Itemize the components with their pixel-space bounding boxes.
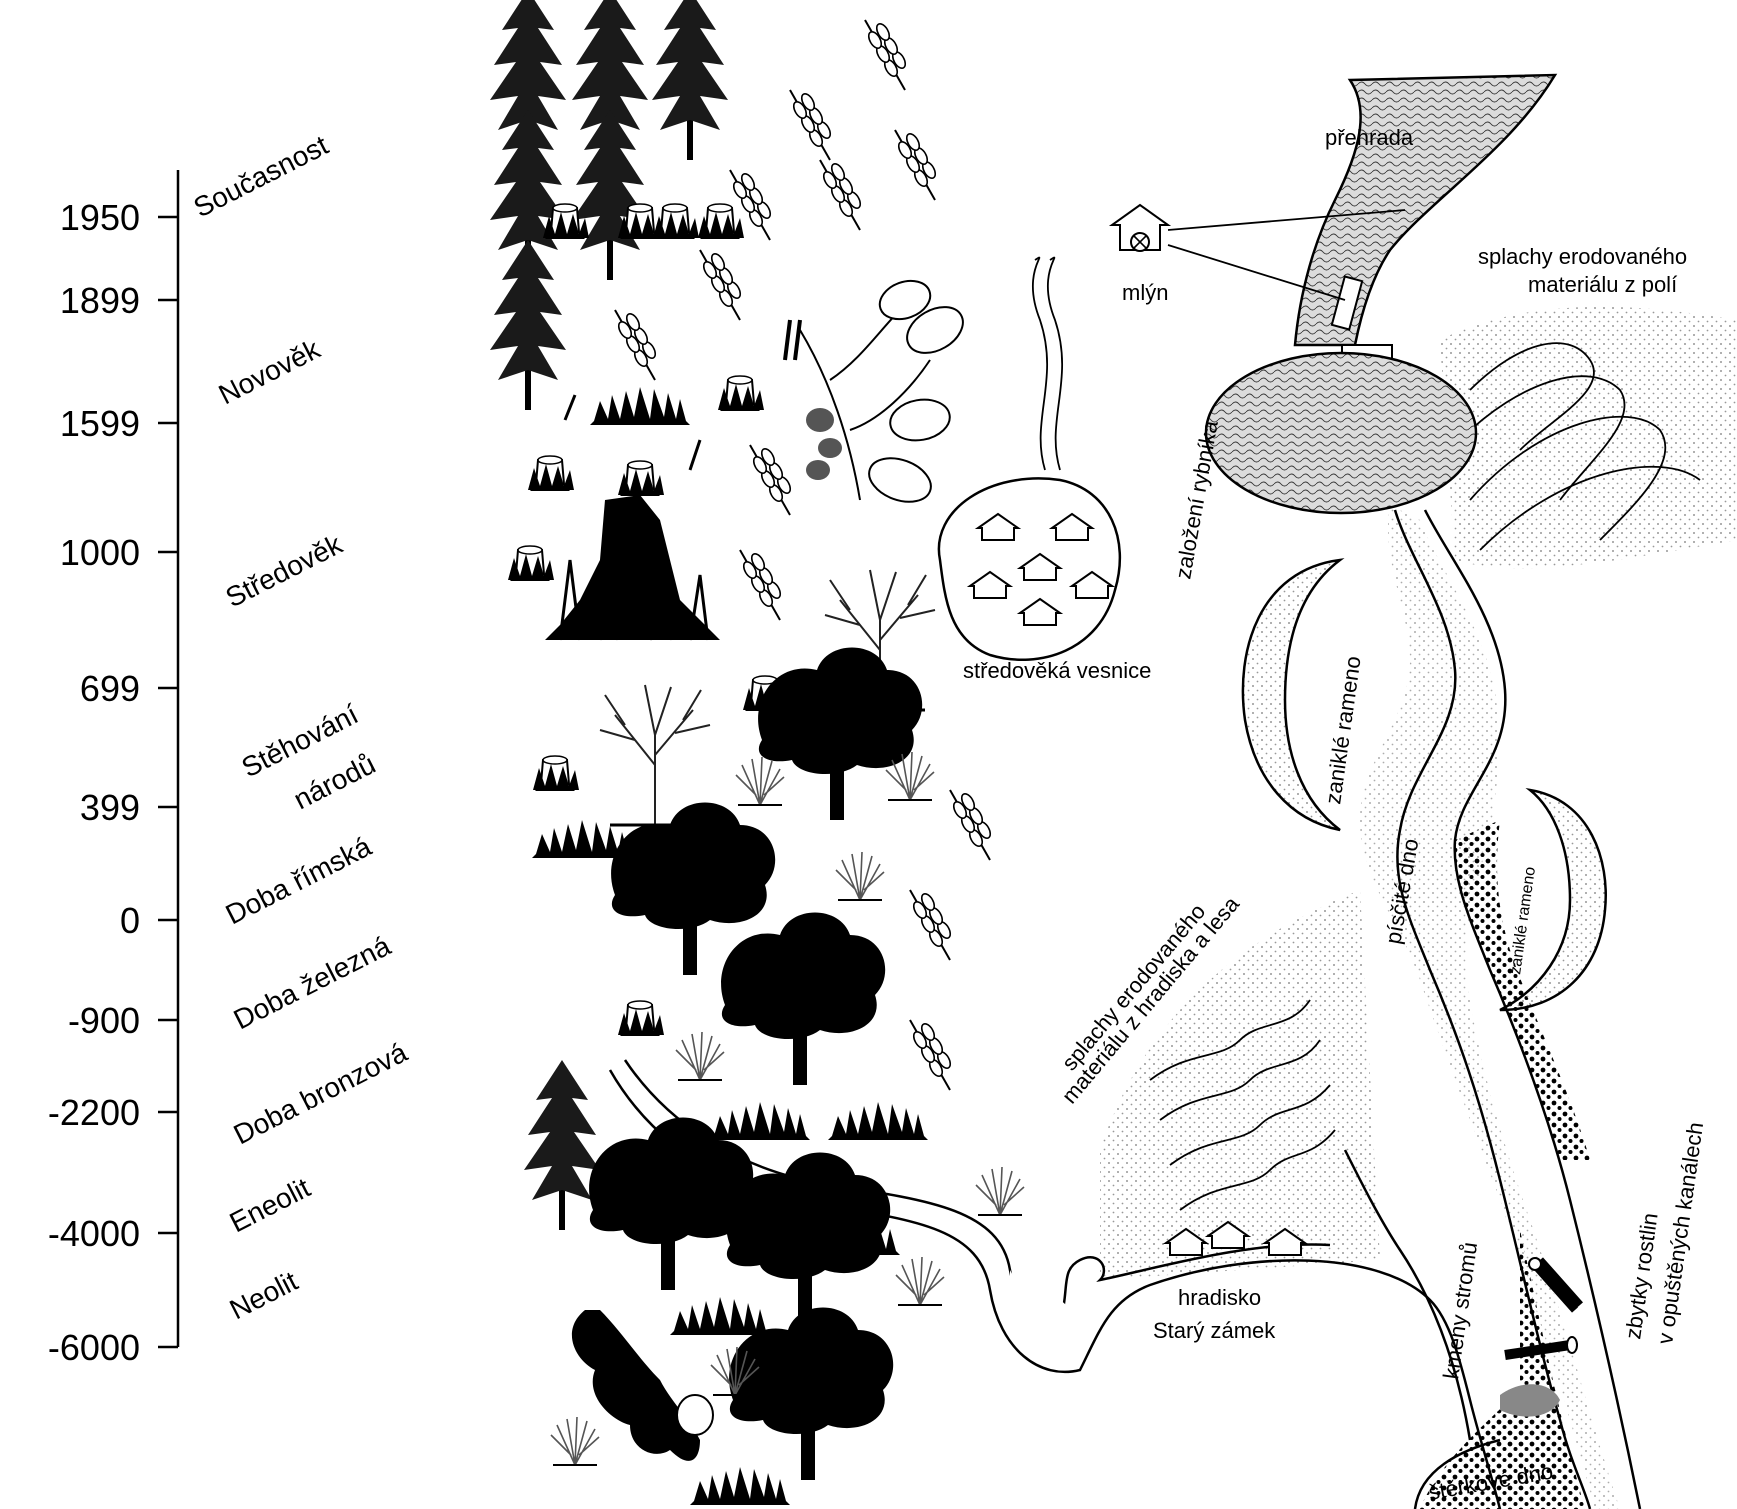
- label-prehrada: přehrada: [1325, 125, 1414, 150]
- timeline-tick-label: -2200: [48, 1092, 140, 1133]
- timeline-tick-label: -900: [68, 1000, 140, 1041]
- timeline-tick-label: 1950: [60, 197, 140, 238]
- pine-tree-icon: [524, 1060, 600, 1230]
- grass-icon: [710, 1102, 810, 1140]
- period-label: Neolit: [225, 1265, 303, 1325]
- hillfort-erosion-area: [1100, 890, 1380, 1280]
- stump-icon: [528, 456, 574, 490]
- period-label: Doba železná: [229, 930, 396, 1036]
- period-label: Současnost: [189, 129, 334, 223]
- timeline-tick-label: 1899: [60, 280, 140, 321]
- stump-icon: [698, 204, 744, 238]
- stump-icon: [653, 204, 699, 238]
- reservoir: [1295, 75, 1555, 345]
- timeline-tick-label: 1599: [60, 403, 140, 444]
- period-label: Eneolit: [225, 1172, 316, 1239]
- label-vesnice: středověká vesnice: [963, 658, 1151, 683]
- timeline-tick-label: 1000: [60, 532, 140, 573]
- period-labels: Současnost Novověk Středověk Stěhování n…: [189, 129, 413, 1325]
- wheat-icon: [910, 1020, 953, 1090]
- house-icon: [1020, 554, 1060, 580]
- house-icon: [970, 572, 1010, 598]
- house-icon: [1072, 572, 1112, 598]
- period-label: Doba bronzová: [229, 1036, 413, 1150]
- vegetation: [490, 0, 1024, 1505]
- bush-icon: [836, 852, 884, 900]
- bush-icon: [551, 1417, 599, 1465]
- pine-tree-icon: [572, 110, 648, 280]
- wheat-icon: [895, 130, 938, 200]
- period-label: národů: [289, 748, 381, 815]
- river-channel: [1345, 505, 1640, 1509]
- timeline-ticks: 1950 1899 1599 1000 699 399 0 -900 -2200 -4000 -60…: [48, 197, 178, 1368]
- wheat-icon: [790, 90, 833, 160]
- wheat-icon: [750, 445, 793, 515]
- label-kmeny: kmeny stromů: [1438, 1240, 1482, 1380]
- oak-tree-icon: [721, 913, 885, 1086]
- label-zalozeni: založení rybníka: [1170, 418, 1223, 581]
- period-label: Středověk: [221, 528, 348, 613]
- oak-tree-icon: [758, 648, 922, 821]
- grass-icon: [590, 387, 690, 425]
- wheat-icon: [865, 20, 908, 90]
- bare-tree-icon: [600, 685, 710, 825]
- timeline-axis: 1950 1899 1599 1000 699 399 0 -900 -2200 -4000 -60…: [48, 170, 178, 1368]
- stump-icon: [718, 376, 764, 410]
- wheat-icon: [950, 790, 993, 860]
- stump-icon: [618, 461, 664, 495]
- large-stump-icon: [545, 395, 720, 640]
- wheat-icon: [615, 310, 658, 380]
- timeline-tick-label: -4000: [48, 1213, 140, 1254]
- wheat-icon: [700, 250, 743, 320]
- period-label: Novověk: [214, 333, 326, 411]
- label-stary-zamek: Starý zámek: [1153, 1318, 1276, 1343]
- bush-icon: [736, 757, 784, 805]
- house-icon: [1020, 599, 1060, 625]
- label-zanikle-rameno-1: zaniklé rameno: [1320, 654, 1366, 805]
- alder-branch-icon: [785, 274, 971, 510]
- wheat-icon: [740, 550, 783, 620]
- house-icon: [1052, 514, 1092, 540]
- label-splachy-pole-2: materiálu z polí: [1528, 272, 1677, 297]
- timeline-tick-label: 699: [80, 668, 140, 709]
- grass-icon: [670, 1297, 770, 1335]
- timeline-tick-label: 0: [120, 900, 140, 941]
- label-mlyn: mlýn: [1122, 280, 1168, 305]
- bush-icon: [676, 1032, 724, 1080]
- stump-icon: [618, 1001, 664, 1035]
- wheat-icon: [910, 890, 953, 960]
- pine-tree-icon: [652, 0, 728, 160]
- fishpond: [1206, 353, 1476, 513]
- bush-icon: [976, 1167, 1024, 1215]
- label-hradisko: hradisko: [1178, 1285, 1261, 1310]
- medieval-village: [939, 258, 1120, 660]
- field-erosion-area: [1440, 307, 1737, 568]
- period-label: Doba římská: [221, 830, 377, 930]
- label-zbytky-2: v opuštěných kanálech: [1652, 1121, 1708, 1346]
- timeline-tick-label: 399: [80, 787, 140, 828]
- label-zanikle-rameno-2: zaniklé rameno: [1507, 866, 1539, 976]
- stump-icon: [533, 756, 579, 790]
- bush-icon: [896, 1257, 944, 1305]
- grass-icon: [690, 1467, 790, 1505]
- stump-icon: [508, 546, 554, 580]
- wheat-icon: [820, 160, 863, 230]
- pine-tree-icon: [490, 240, 566, 410]
- house-icon: [978, 514, 1018, 540]
- label-splachy-pole-1: splachy erodovaného: [1478, 244, 1687, 269]
- timeline-tick-label: -6000: [48, 1327, 140, 1368]
- grass-icon: [828, 1102, 928, 1140]
